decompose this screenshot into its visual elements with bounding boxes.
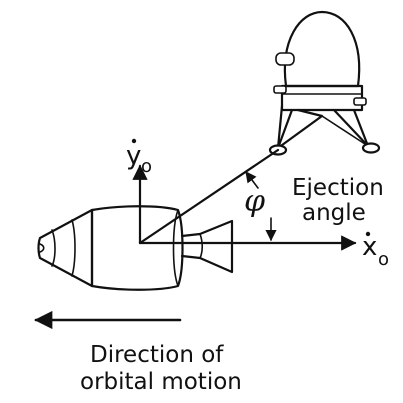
x-axis-label: x o	[362, 231, 389, 270]
lunar-module-footpad-right	[361, 142, 381, 154]
x-axis-subscript: o	[378, 249, 389, 270]
x-axis-symbol: x	[362, 232, 377, 262]
lunar-module-descent-stage	[280, 84, 364, 112]
y-axis-label: y o	[126, 138, 152, 177]
ejection-angle-label-line1: Ejection	[292, 175, 384, 201]
command-module-ring-1	[51, 229, 56, 267]
y-axis-symbol: y	[126, 141, 141, 171]
ejection-vector-line	[138, 148, 280, 245]
y-axis-dot	[131, 138, 137, 144]
command-module-ring-2	[71, 219, 76, 277]
service-module-edge	[172, 209, 179, 287]
lunar-module-thruster-left	[273, 85, 287, 94]
ejection-angle-label-line2: angle	[302, 200, 366, 226]
x-axis-dot	[365, 231, 371, 237]
lunar-module-leg-right	[332, 108, 370, 148]
service-module-body	[90, 205, 184, 291]
engine-nozzle-inner	[199, 233, 204, 259]
angle-arrow-upper	[245, 171, 259, 189]
lunar-module	[268, 10, 381, 156]
lunar-module-leg-strut	[321, 115, 369, 147]
orbital-motion-label-line2: orbital motion	[80, 369, 242, 395]
y-axis-subscript: o	[141, 156, 152, 177]
orbital-motion-label-line1: Direction of	[90, 342, 224, 368]
lunar-module-ascent-stage	[283, 10, 361, 88]
docking-probe-tip	[39, 243, 45, 253]
spacecraft	[37, 205, 234, 291]
lunar-module-thruster-right	[353, 97, 367, 106]
lunar-module-leg-left	[276, 104, 294, 150]
ejection-angle-symbol: φ	[244, 184, 265, 219]
lunar-module-side-tank	[275, 52, 295, 66]
command-module-cone	[37, 208, 94, 288]
engine-nozzle	[180, 219, 234, 274]
